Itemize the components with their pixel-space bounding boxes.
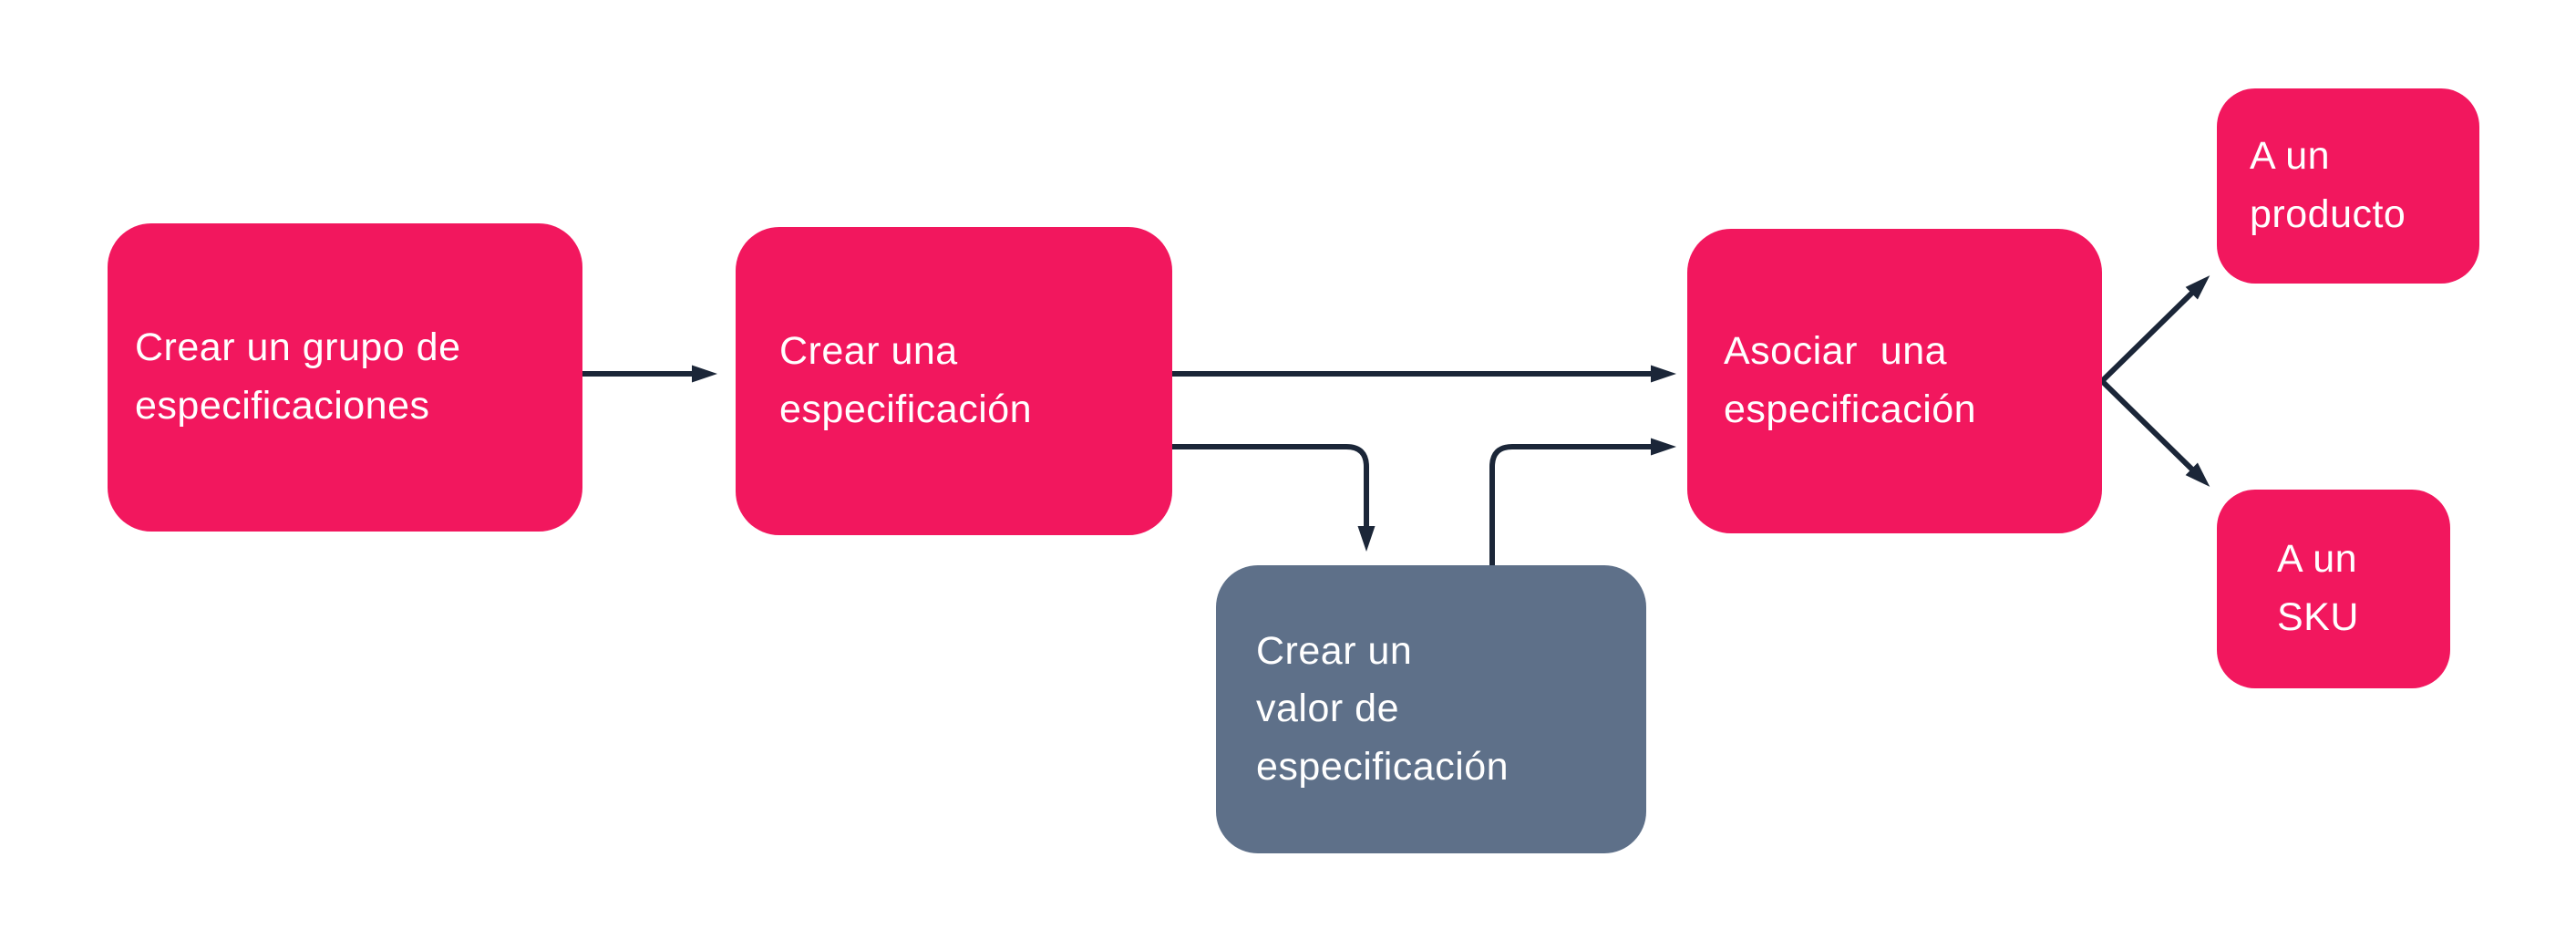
node-label: A un SKU xyxy=(2277,537,2359,639)
arrow-crear-especificacion-to-crear-valor xyxy=(1172,444,1376,552)
node-crear-una-especificacion: Crear una especificación xyxy=(736,227,1172,535)
node-label: A un producto xyxy=(2250,134,2406,236)
node-a-un-producto: A un producto xyxy=(2217,88,2479,284)
node-label: Crear un valor de especificación xyxy=(1256,628,1510,789)
node-label: Asociar una especificación xyxy=(1724,329,1977,431)
node-a-un-sku: A un SKU xyxy=(2217,490,2450,688)
node-label: Crear una especificación xyxy=(779,329,1033,431)
node-crear-grupo-de-especificaciones: Crear un grupo de especificaciones xyxy=(108,223,582,532)
arrow-asociar-to-a-un-sku xyxy=(2099,378,2210,487)
node-crear-un-valor-de-especificacion: Crear un valor de especificación xyxy=(1216,565,1646,853)
node-label: Crear un grupo de especificaciones xyxy=(135,325,461,428)
arrow-asociar-to-a-un-producto xyxy=(2099,275,2210,384)
arrow-crear-valor-to-asociar xyxy=(1489,438,1676,566)
node-asociar-una-especificacion: Asociar una especificación xyxy=(1687,229,2102,533)
